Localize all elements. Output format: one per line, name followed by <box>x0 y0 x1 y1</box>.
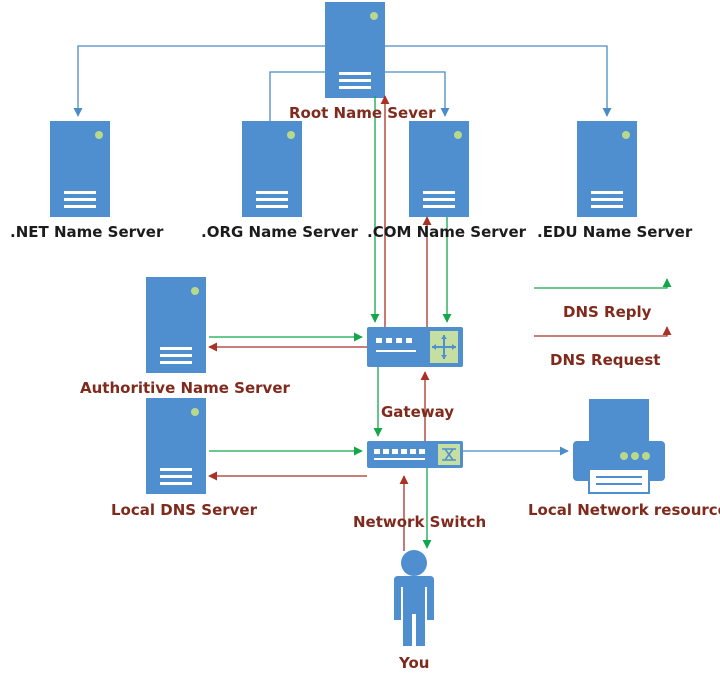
edu-server-label: .EDU Name Server <box>537 223 693 241</box>
legend <box>534 278 672 337</box>
dns-request-arrows <box>208 95 432 551</box>
root-server-label: Root Name Sever <box>289 104 436 122</box>
com-name-server-icon <box>409 121 469 217</box>
edu-name-server-icon <box>577 121 637 217</box>
local-dns-server-label: Local DNS Server <box>111 501 257 519</box>
gateway-label: Gateway <box>381 403 455 421</box>
gateway-router-icon <box>367 327 463 367</box>
local-resource-label: Local Network resource <box>528 501 720 519</box>
printer-icon <box>573 399 665 494</box>
legend-reply-line <box>534 278 672 289</box>
legend-reply-label: DNS Reply <box>563 303 652 321</box>
you-label: You <box>399 654 430 672</box>
authoritative-server-label: Authoritive Name Server <box>80 379 290 397</box>
root-name-server-icon <box>325 2 385 98</box>
legend-request-label: DNS Request <box>550 351 661 369</box>
authoritative-name-server-icon <box>146 277 206 373</box>
net-server-label: .NET Name Server <box>10 223 164 241</box>
user-person-icon <box>394 550 434 646</box>
com-server-label: .COM Name Server <box>367 223 527 241</box>
root-hierarchy-lines <box>73 45 612 456</box>
dns-reply-arrows <box>209 96 452 549</box>
network-switch-label: Network Switch <box>353 513 487 531</box>
network-switch-icon <box>367 441 463 468</box>
local-dns-server-icon <box>146 398 206 494</box>
net-name-server-icon <box>50 121 110 217</box>
legend-request-line <box>534 326 672 337</box>
org-name-server-icon <box>242 121 302 217</box>
org-server-label: .ORG Name Server <box>201 223 358 241</box>
